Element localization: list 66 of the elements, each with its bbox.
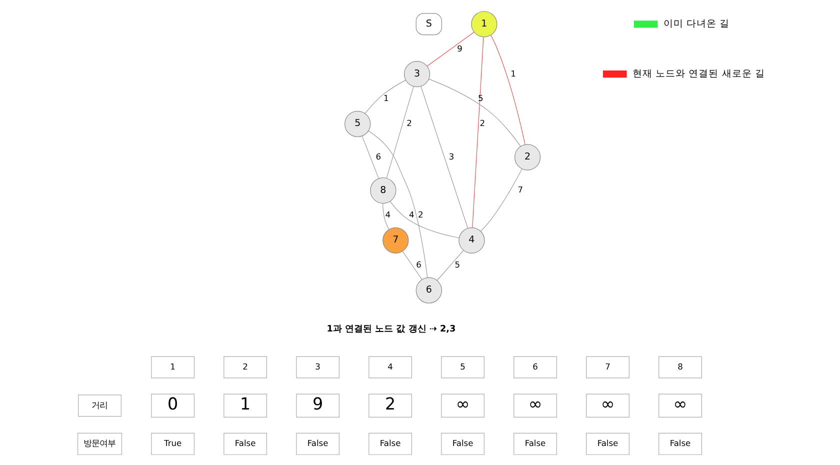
label: ∞ (673, 394, 688, 414)
label: 8 (678, 360, 683, 371)
connector (490, 34, 526, 144)
edge-label: 6 (416, 259, 422, 270)
label: ∞ (528, 394, 542, 414)
connector (402, 250, 422, 280)
connector (436, 250, 464, 280)
label: False (380, 438, 401, 448)
label: ∞ (456, 394, 470, 414)
edge-label: 5 (478, 92, 484, 103)
edge-label: 5 (454, 259, 460, 270)
label: 3 (315, 360, 320, 371)
node-box: S (416, 12, 442, 35)
connector (480, 168, 522, 232)
label: True (164, 438, 182, 448)
label: 1과 연결된 노드 값 갱신 ⇢ 2,3 (326, 324, 456, 334)
label: 2 (385, 394, 396, 414)
label: False (597, 438, 618, 448)
connector (382, 202, 390, 230)
edge-label: 4 (409, 209, 414, 220)
connector (420, 85, 468, 228)
connector (390, 200, 460, 238)
connector (364, 79, 406, 114)
label: False (670, 438, 691, 448)
connector (426, 31, 474, 66)
label: False (524, 438, 546, 448)
label: 방문여부 (84, 438, 116, 448)
label: 5 (460, 360, 466, 371)
label: 9 (312, 394, 324, 414)
connector (472, 36, 484, 228)
node-circle: 6 (416, 276, 442, 303)
label: 1 (170, 360, 176, 371)
connector (428, 78, 521, 146)
edge-label: 1 (383, 92, 389, 103)
node-circle: 1 (471, 10, 498, 37)
label: False (452, 438, 474, 448)
legend-label: 현재 노드와 연결된 새로운 길 (632, 68, 765, 79)
label: 2 (242, 360, 248, 371)
label: 거리 (92, 399, 108, 410)
connector (362, 135, 379, 178)
legend-label: 이미 다녀온 길 (664, 18, 730, 29)
node-circle: 3 (404, 60, 430, 87)
connector (368, 130, 428, 278)
edge-label: 2 (480, 118, 486, 128)
edge-label: 2 (406, 118, 412, 128)
label: False (307, 438, 328, 448)
label: 0 (168, 394, 178, 414)
label: 4 (388, 360, 393, 371)
label: ∞ (600, 394, 615, 414)
edge-label: 2 (418, 209, 424, 220)
edge-label: 1 (510, 68, 516, 78)
edge-label: 3 (448, 150, 454, 161)
edge-label: 9 (457, 42, 462, 53)
node-circle: 7 (382, 226, 409, 253)
node-circle: 4 (458, 226, 485, 253)
node-circle: 2 (514, 144, 541, 170)
label: 1 (240, 394, 251, 414)
label: 6 (532, 360, 538, 371)
edge-label: 6 (376, 150, 382, 161)
node-circle: 5 (344, 110, 371, 137)
edge-label: 4 (385, 209, 391, 220)
connector (386, 86, 414, 178)
edge-label: 7 (518, 184, 524, 194)
label: 7 (605, 360, 610, 371)
label: False (234, 438, 256, 448)
node-circle: 8 (370, 176, 396, 204)
